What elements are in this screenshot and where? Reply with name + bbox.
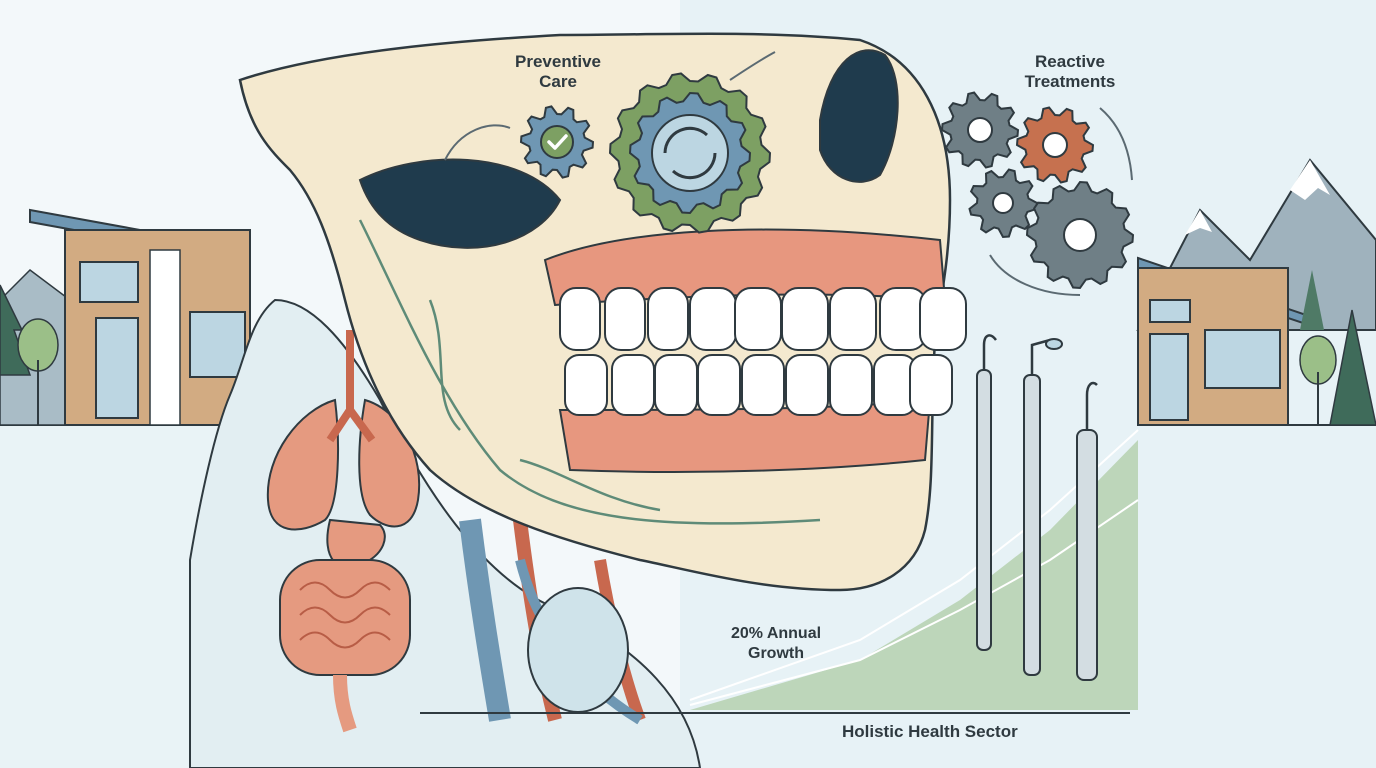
- upper-tooth: [604, 287, 646, 351]
- lower-tooth: [785, 354, 829, 416]
- refresh-arrows-icon: [663, 126, 717, 180]
- pine-trees-right: [1299, 270, 1376, 426]
- lower-tooth: [697, 354, 741, 416]
- upper-tooth: [647, 287, 689, 351]
- checkmark-badge: [540, 125, 574, 159]
- tree-left: [0, 284, 59, 425]
- upper-tooth: [559, 287, 601, 351]
- digestive-system: [279, 518, 411, 733]
- lower-tooth: [741, 354, 785, 416]
- upper-tooth: [829, 287, 877, 351]
- preventive-care-label: Preventive Care: [515, 52, 601, 91]
- nerve-lines: [358, 219, 821, 525]
- upper-tooth: [781, 287, 829, 351]
- lower-tooth: [829, 354, 873, 416]
- house-right: [1137, 256, 1317, 426]
- spine-cross-section: [527, 587, 629, 713]
- refresh-center: [651, 114, 729, 192]
- annual-growth-label: 20% Annual Growth: [730, 625, 822, 662]
- lower-tooth: [909, 354, 953, 416]
- gear-hole: [1063, 218, 1097, 252]
- dental-scaler-icon: [1076, 381, 1098, 681]
- upper-tooth: [919, 287, 967, 351]
- upper-tooth: [734, 287, 782, 351]
- holistic-health-sector-label: Holistic Health Sector: [842, 722, 1018, 741]
- eye-socket: [358, 158, 562, 249]
- dental-mirror-icon: [1023, 338, 1063, 676]
- gear-hole: [967, 117, 993, 143]
- upper-tooth: [689, 287, 737, 351]
- lower-tooth: [564, 354, 608, 416]
- dental-probe-icon: [976, 334, 997, 651]
- checkmark-icon: [547, 134, 568, 150]
- house-left: [29, 208, 251, 426]
- lower-tooth: [654, 354, 698, 416]
- nasal-cavity: [819, 49, 899, 183]
- gear-hole: [992, 192, 1014, 214]
- gear-hole: [1042, 132, 1068, 158]
- reactive-treatments-label: Reactive Treatments: [1024, 52, 1116, 91]
- teeth-group: [559, 287, 967, 416]
- flow-arrows: [444, 51, 1133, 296]
- lower-tooth: [611, 354, 655, 416]
